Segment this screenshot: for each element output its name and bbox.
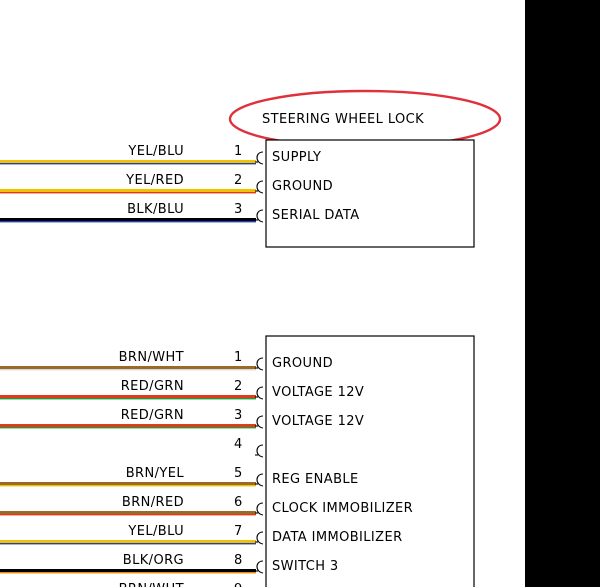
- wire-color-label: YEL/RED: [125, 173, 184, 188]
- pin-connector: [256, 415, 264, 429]
- wire-color-label: RED/GRN: [121, 379, 184, 394]
- component-title: STEERING WHEEL LOCK: [262, 112, 424, 127]
- pin-function-label: CLOCK IMMOBILIZER: [272, 501, 413, 516]
- module-pin-9: BRN/WHT 9: [119, 582, 243, 587]
- wire-color-label: BRN/RED: [122, 495, 184, 510]
- wire-color-label: YEL/BLU: [127, 524, 184, 539]
- pin-number: 4: [234, 437, 243, 452]
- pin-connector: [256, 531, 264, 545]
- steering-wheel-lock-box: [265, 139, 475, 248]
- pin-function-label: VOLTAGE 12V: [272, 385, 364, 400]
- pin-function-label: DATA IMMOBILIZER: [272, 530, 403, 545]
- module-pin-1: BRN/WHT 1 GROUND: [0, 350, 333, 371]
- module-pin-2: RED/GRN 2 VOLTAGE 12V: [0, 379, 364, 400]
- pin-function-label: REG ENABLE: [272, 472, 359, 487]
- wire-color-label: RED/GRN: [121, 408, 184, 423]
- wire-brn-yel: [0, 482, 256, 487]
- wire-red-grn: [0, 395, 256, 400]
- pin-number: 2: [234, 379, 243, 394]
- pin-function-label: SUPPLY: [272, 150, 321, 165]
- pin-connector: [256, 151, 264, 165]
- wire-color-label: BLK/ORG: [123, 553, 184, 568]
- pin-function-label: VOLTAGE 12V: [272, 414, 364, 429]
- pin-number: 8: [234, 553, 243, 568]
- pin-number: 6: [234, 495, 243, 510]
- module-pin-4: 4: [234, 437, 264, 458]
- steering-wheel-lock-component: STEERING WHEEL LOCK YEL/BLU 1 SUPPLY YEL/RE…: [0, 89, 502, 248]
- wire-yel-blu: [0, 160, 256, 165]
- lock-pin-3: BLK/BLU 3 SERIAL DATA: [0, 202, 360, 223]
- wire-red-grn: [0, 424, 256, 429]
- wire-blk-blu: [0, 218, 256, 223]
- module-pin-5: BRN/YEL 5 REG ENABLE: [0, 466, 359, 487]
- pin-function-label: SWITCH 3: [272, 559, 339, 574]
- wire-brn-wht: [0, 366, 256, 371]
- wire-color-label: BRN/WHT: [119, 350, 184, 365]
- pin-connector: [256, 502, 264, 516]
- lock-pin-1: YEL/BLU 1 SUPPLY: [0, 144, 321, 165]
- pin-number: 3: [234, 202, 243, 217]
- pin-function-label: SERIAL DATA: [272, 208, 360, 223]
- pin-connector: [256, 444, 264, 458]
- lock-pin-2: YEL/RED 2 GROUND: [0, 173, 333, 194]
- wire-color-label: BRN/WHT: [119, 582, 184, 587]
- wire-yel-blu: [0, 540, 256, 545]
- pin-number: 1: [234, 350, 243, 365]
- wire-color-label: YEL/BLU: [127, 144, 184, 159]
- pin-connector: [256, 209, 264, 223]
- pin-number: 3: [234, 408, 243, 423]
- top-wires: YEL/BLU 1 SUPPLY YEL/RED 2 GROUND BLK/BLU 3 SERI…: [0, 144, 360, 223]
- pin-connector: [256, 560, 264, 574]
- module-pin-8: BLK/ORG 8 SWITCH 3: [0, 553, 339, 574]
- pin-number: 1: [234, 144, 243, 159]
- module-pin-7: YEL/BLU 7 DATA IMMOBILIZER: [0, 524, 403, 545]
- wire-blk-org: [0, 569, 256, 574]
- wire-color-label: BLK/BLU: [127, 202, 184, 217]
- module-pin-6: BRN/RED 6 CLOCK IMMOBILIZER: [0, 495, 413, 516]
- immobilizer-module-box: [265, 335, 475, 587]
- pin-function-label: GROUND: [272, 356, 333, 371]
- module-pin-3: RED/GRN 3 VOLTAGE 12V: [0, 408, 364, 429]
- pin-connector: [256, 473, 264, 487]
- right-frame-band: [525, 0, 600, 587]
- pin-connector: [256, 386, 264, 400]
- wire-color-label: BRN/YEL: [126, 466, 185, 481]
- pin-number: 5: [234, 466, 243, 481]
- wire-yel-red: [0, 189, 256, 194]
- pin-connector: [256, 180, 264, 194]
- wire-brn-red: [0, 511, 256, 516]
- pin-number: 2: [234, 173, 243, 188]
- pin-number: 9: [234, 582, 243, 587]
- pin-function-label: GROUND: [272, 179, 333, 194]
- pin-number: 7: [234, 524, 243, 539]
- pin-connector: [256, 357, 264, 371]
